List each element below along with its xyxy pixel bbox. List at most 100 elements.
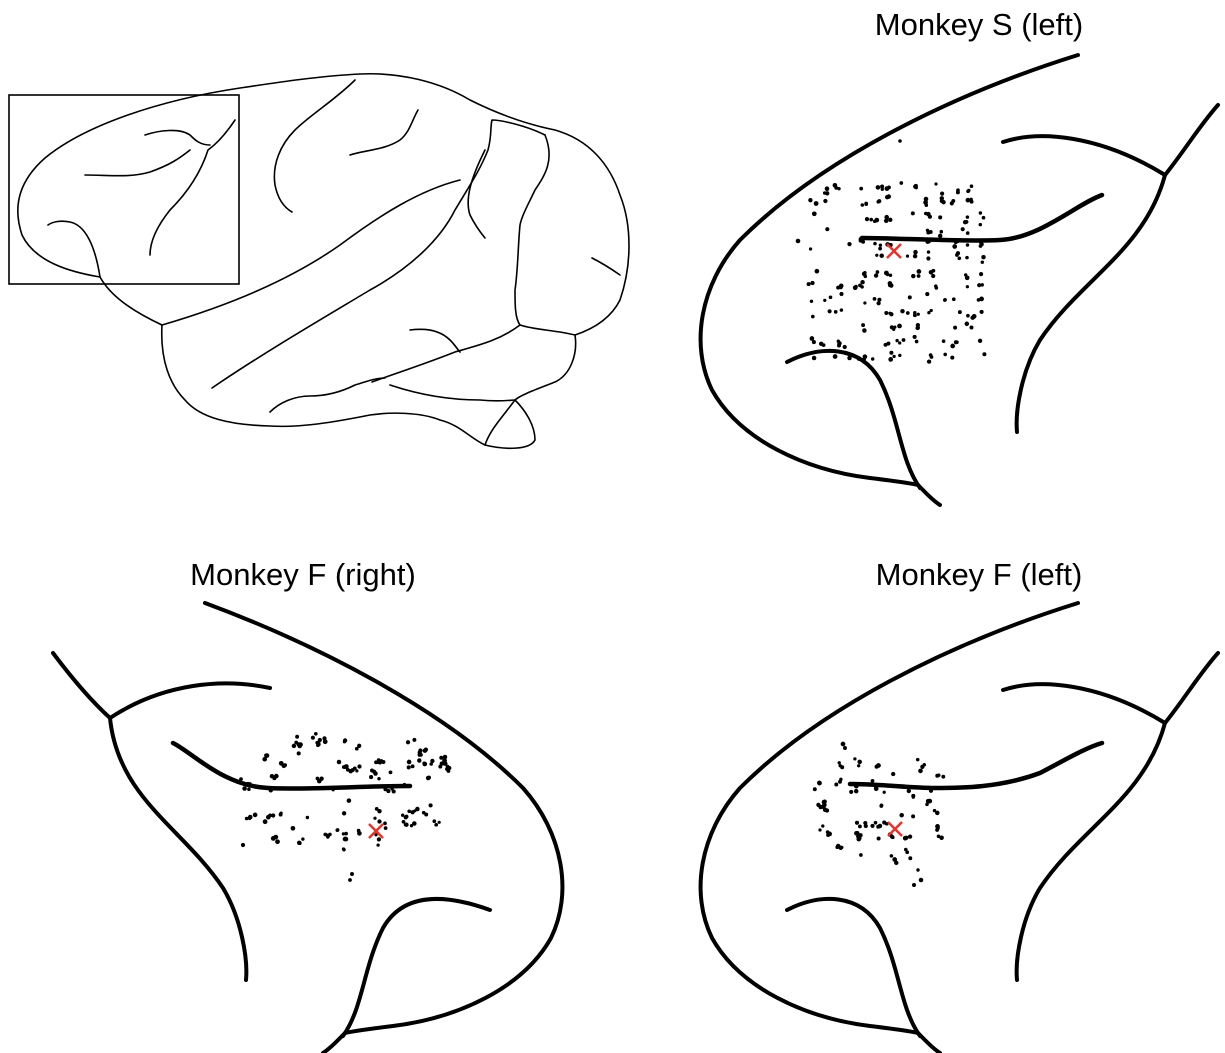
recording-site-dot: [838, 761, 841, 764]
recording-site-dot: [847, 356, 851, 360]
recording-site-dot: [822, 343, 826, 347]
recording-site-dot: [954, 240, 958, 244]
recording-site-dot: [271, 836, 276, 841]
recording-site-dot: [876, 200, 880, 204]
recording-site-dot: [982, 352, 986, 356]
recording-site-dot: [979, 223, 983, 227]
recording-site-dot: [911, 211, 915, 215]
recording-site-dot: [862, 328, 866, 332]
recording-site-dot: [915, 340, 919, 344]
recording-site-dot: [373, 817, 376, 820]
recording-site-dot: [911, 274, 915, 278]
sylvian-line: [787, 351, 920, 488]
recording-site-dot: [902, 338, 906, 342]
recording-site-dot: [892, 857, 897, 862]
recording-site-dot: [938, 215, 942, 219]
recording-site-dot: [823, 299, 826, 302]
recording-site-dot: [389, 771, 393, 775]
recording-site-dot: [970, 326, 974, 330]
recording-site-dot: [406, 740, 410, 744]
recording-site-dot: [963, 220, 967, 224]
recording-site-dot: [876, 270, 880, 274]
recording-site-dot: [342, 811, 346, 815]
brain-outline: [18, 74, 629, 449]
recording-site-dot: [908, 295, 912, 299]
recording-site-dot: [812, 356, 817, 361]
recording-site-dot: [796, 239, 801, 244]
recording-site-dot: [859, 187, 863, 191]
arcuate-sulcus-line: [53, 653, 270, 718]
recording-site-dot: [859, 853, 863, 857]
principal-sulcus-line: [173, 743, 410, 789]
recording-site-dot: [411, 764, 415, 768]
recording-site-dot: [404, 815, 408, 819]
recording-site-dot: [875, 254, 878, 257]
recording-site-dot: [347, 798, 352, 803]
recording-site-dot: [980, 310, 984, 314]
recording-site-dot: [940, 192, 944, 196]
recording-site-dot: [966, 243, 969, 246]
recording-site-dot: [979, 272, 983, 276]
recording-site-dot: [429, 803, 433, 807]
recording-site-dot: [823, 199, 827, 203]
recording-site-dot: [337, 760, 342, 765]
recording-site-dot: [941, 775, 945, 779]
recording-site-dot: [926, 212, 931, 217]
recording-site-dot: [402, 820, 406, 824]
recording-site-dot: [298, 841, 302, 845]
arcuate-sulcus: [150, 120, 235, 255]
recording-site-dot: [403, 783, 406, 786]
recording-site-dot: [821, 805, 825, 809]
recording-site-dot: [950, 356, 954, 360]
recording-site-dot: [392, 789, 396, 793]
recording-site-dot: [900, 309, 904, 313]
recording-site-dot: [890, 835, 894, 839]
recording-site-dot: [940, 230, 944, 234]
recording-site-dot: [841, 742, 846, 747]
recording-site-dot: [884, 219, 889, 224]
principal-sulcus-line: [850, 743, 1102, 788]
recording-site-dot: [873, 219, 877, 223]
recording-site-dot: [934, 286, 938, 290]
recording-site-dot: [818, 828, 821, 831]
recording-site-dot: [970, 315, 974, 319]
recording-site-dot: [860, 285, 864, 289]
recording-site-dot: [246, 782, 249, 785]
recording-site-dot: [941, 200, 945, 204]
recording-site-dot: [897, 324, 902, 329]
recording-site-dot: [940, 196, 944, 200]
reference-mark: [887, 244, 901, 258]
recording-site-dot: [874, 786, 879, 791]
recording-site-dot: [890, 854, 894, 858]
recording-site-dot: [898, 354, 901, 357]
recording-site-dot: [908, 834, 912, 838]
recording-site-dot: [271, 813, 275, 817]
recording-site-dot: [858, 824, 862, 828]
recording-site-dot: [241, 843, 245, 847]
recording-site-dot: [295, 735, 299, 739]
recording-site-dot: [369, 775, 373, 779]
recording-site-dot: [370, 769, 374, 773]
recording-site-dot: [854, 784, 859, 789]
recording-site-dot: [861, 203, 865, 207]
recording-site-dot: [377, 837, 381, 841]
recording-site-dot: [966, 231, 970, 235]
recording-site-dot: [427, 776, 431, 780]
recording-site-dot: [828, 309, 832, 313]
recording-site-dot: [966, 198, 971, 203]
panel-title: Monkey F (left): [876, 557, 1083, 592]
recording-site-dot: [407, 809, 411, 813]
recording-site-dot: [864, 202, 868, 206]
recording-site-dot: [847, 242, 851, 246]
recording-site-dot: [925, 292, 929, 296]
recording-site-dot: [442, 761, 446, 765]
panel-monkey-f-right: Monkey F (right): [53, 557, 562, 1053]
recording-site-dot: [883, 791, 886, 794]
recording-site-dot: [888, 281, 893, 286]
recording-site-dot: [881, 188, 884, 191]
recording-site-dot: [904, 848, 908, 852]
recording-site-dot: [871, 357, 874, 360]
lateral-fissure: [162, 180, 460, 325]
panel-monkey-s-left: Monkey S (left): [701, 7, 1218, 505]
recording-site-dot: [899, 813, 904, 818]
